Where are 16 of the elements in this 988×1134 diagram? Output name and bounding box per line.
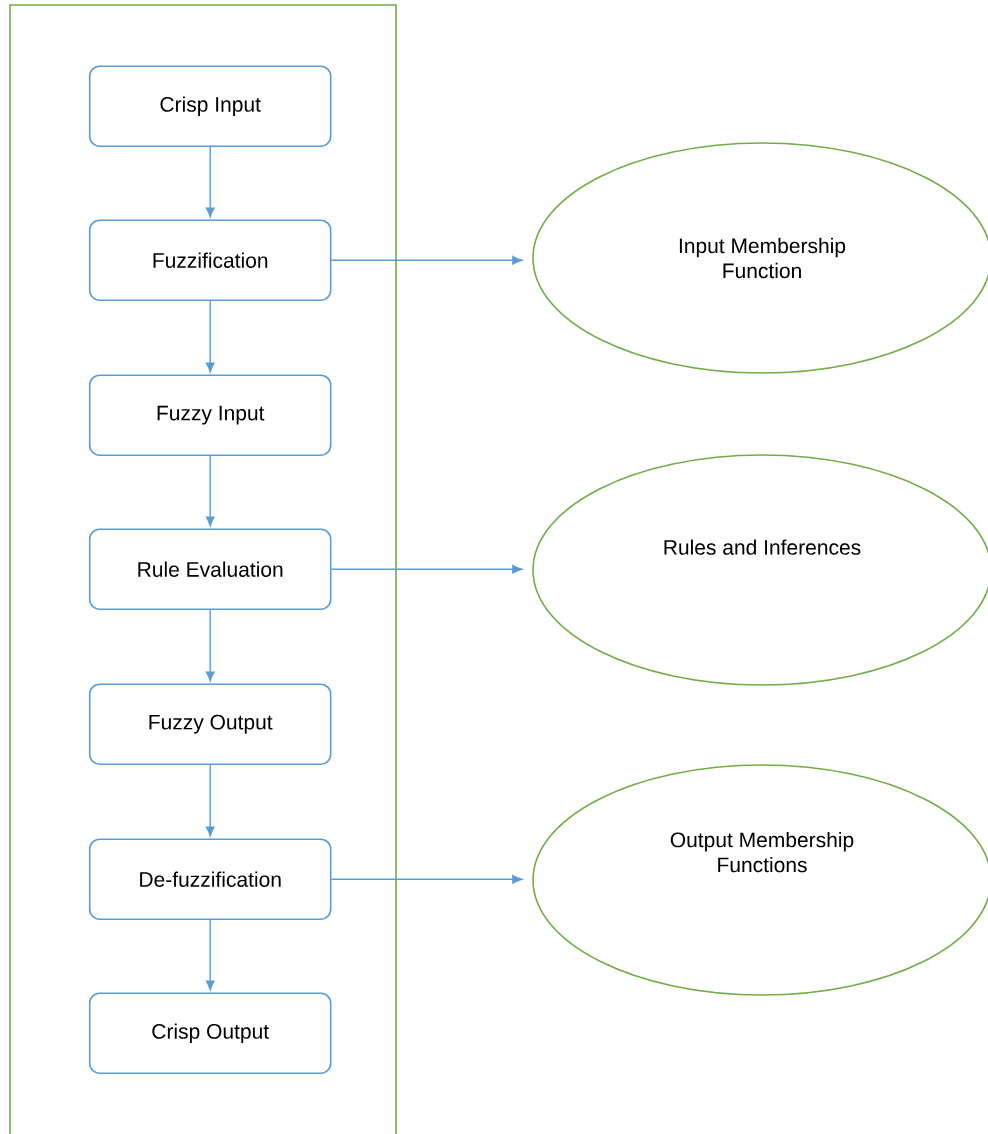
process-box: Crisp Output: [88, 992, 332, 1074]
arrow: [205, 919, 215, 991]
arrow: [330, 874, 523, 884]
arrow: [205, 455, 215, 527]
arrow: [205, 300, 215, 373]
process-box: De-fuzzification: [88, 838, 332, 920]
process-box: Crisp Input: [88, 65, 332, 147]
arrow: [330, 564, 523, 574]
process-box: Fuzzy Input: [88, 374, 332, 456]
arrow: [205, 609, 215, 682]
arrow: [205, 764, 215, 837]
process-box: Fuzzification: [88, 219, 332, 301]
process-box: Rule Evaluation: [88, 528, 332, 610]
arrow: [330, 255, 523, 265]
process-box: Fuzzy Output: [88, 683, 332, 765]
arrow: [205, 146, 215, 218]
